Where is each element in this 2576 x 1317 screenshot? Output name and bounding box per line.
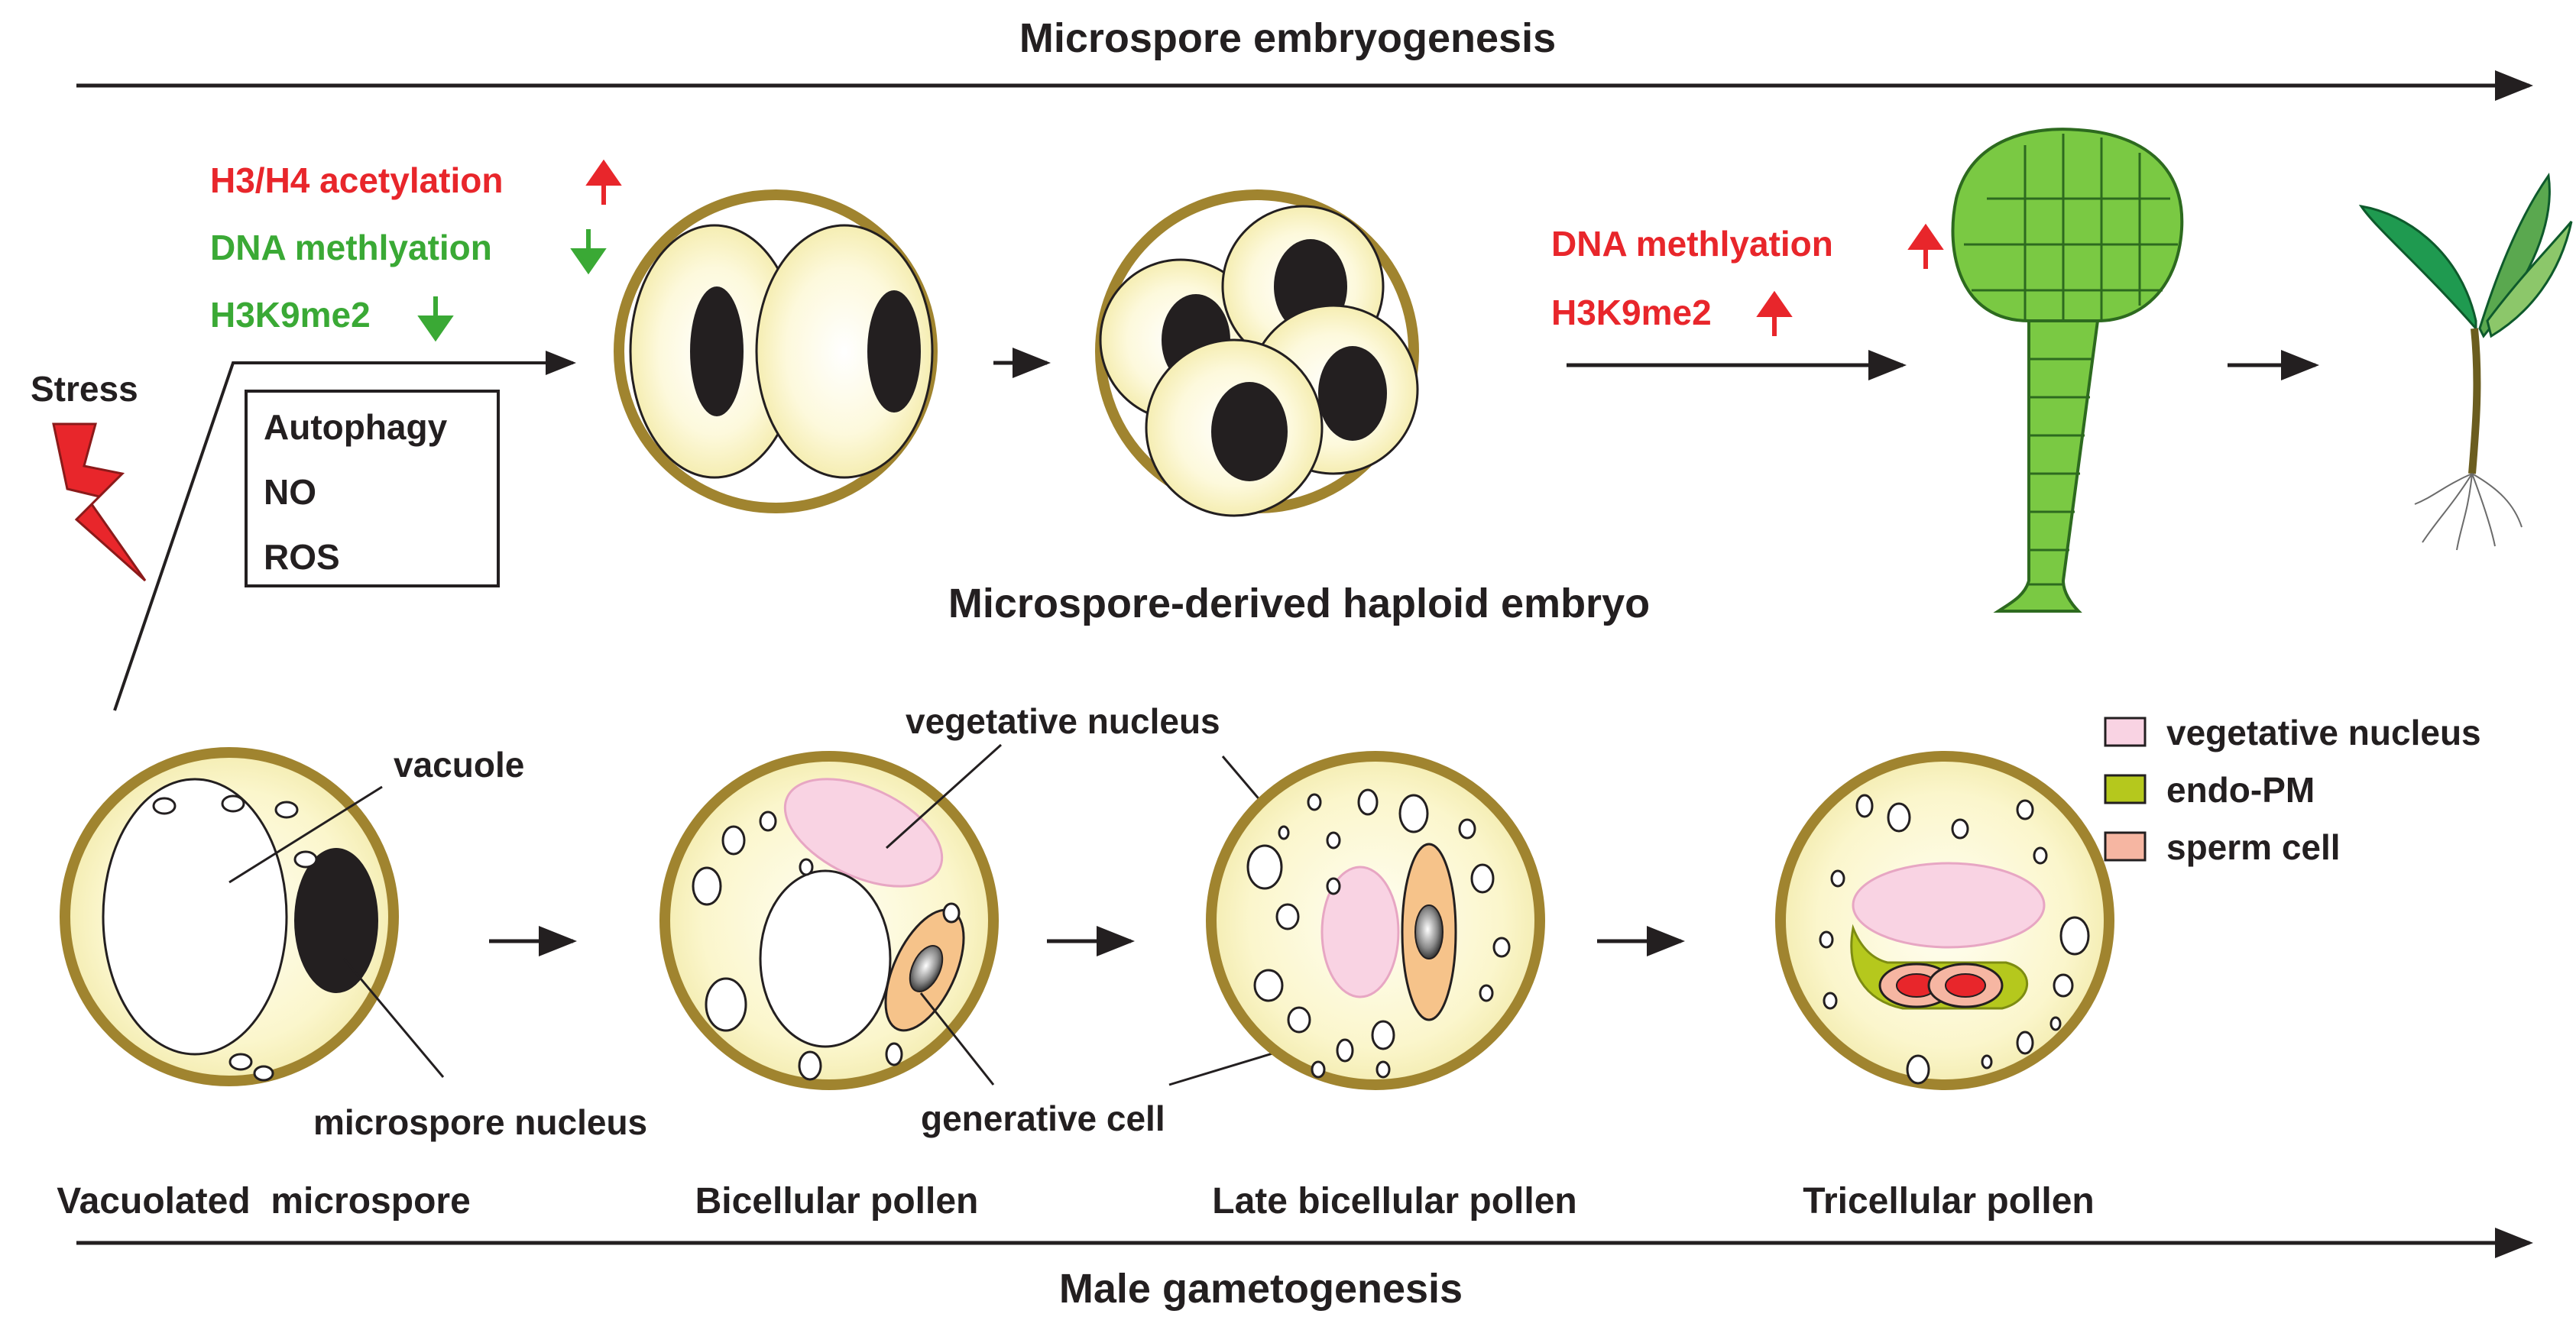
legend-swatch-sperm-cell (2104, 831, 2147, 862)
leader-vacuole (228, 785, 383, 884)
legend-label-endo-pm: endo-PM (2166, 770, 2315, 810)
epi-right-dna-methylation: DNA methlyation (1551, 224, 1833, 264)
seedling-illustration (2358, 173, 2573, 551)
haploid-embryo-illustration (1951, 128, 2184, 613)
leader-vegetative-nucleus-1 (885, 743, 1003, 849)
epi-left-dna-methylation: DNA methlyation (210, 228, 492, 267)
late-bicellular-pollen (1206, 751, 1545, 1090)
legend-swatch-vegetative-nucleus (2104, 717, 2147, 747)
label-vegetative-nucleus: vegetative nucleus (906, 701, 1220, 741)
label-generative-cell: generative cell (921, 1099, 1165, 1138)
two-cell-embryo (614, 189, 938, 513)
leader-generative-cell-1 (919, 992, 995, 1086)
signals-box (245, 390, 500, 587)
epi-right-h3k9me2: H3K9me2 (1551, 293, 1712, 332)
label-microspore-nucleus: microspore nucleus (313, 1102, 647, 1142)
embryo-caption: Microspore-derived haploid embryo (948, 581, 1650, 626)
down-arrow-icon (417, 296, 454, 342)
bottom-title: Male gametogenesis (1059, 1266, 1463, 1312)
label-vacuole: vacuole (394, 745, 524, 785)
stage-label-late-bicellular-pollen: Late bicellular pollen (1212, 1181, 1576, 1222)
stage-label-tricellular-pollen: Tricellular pollen (1803, 1181, 2094, 1222)
vacuolated-microspore (60, 747, 399, 1086)
legend: vegetative nucleus endo-PM sperm cell (2104, 713, 2481, 867)
stress-label: Stress (31, 369, 138, 409)
epigenetics-left-group: H3/H4 acetylation DNA methlyation H3K9me… (210, 159, 622, 342)
stage-label-vacuolated-microspore: Vacuolated microspore (57, 1181, 471, 1222)
bicellular-pollen (659, 751, 999, 1090)
up-arrow-icon (1756, 290, 1793, 336)
top-title: Microspore embryogenesis (1019, 15, 1556, 61)
box-item-ros: ROS (264, 537, 340, 577)
legend-label-vegetative-nucleus: vegetative nucleus (2166, 713, 2481, 752)
box-item-no: NO (264, 472, 316, 512)
lightning-bolt-icon (52, 422, 147, 582)
four-cell-embryo (1095, 189, 1419, 517)
tricellular-pollen (1775, 751, 2114, 1090)
up-arrow-icon (585, 159, 622, 205)
epigenetics-right-group: DNA methlyation H3K9me2 (1551, 223, 1944, 336)
up-arrow-icon (1907, 223, 1944, 269)
leader-microspore-nucleus (342, 958, 445, 1078)
legend-swatch-endo-pm (2104, 774, 2147, 804)
stage-label-bicellular-pollen: Bicellular pollen (695, 1181, 979, 1222)
epi-left-h3k9me2: H3K9me2 (210, 295, 371, 335)
box-item-autophagy: Autophagy (264, 407, 448, 447)
stress-path-line (113, 351, 576, 711)
legend-label-sperm-cell: sperm cell (2166, 827, 2341, 867)
epi-left-acetylation: H3/H4 acetylation (210, 160, 503, 200)
down-arrow-icon (570, 229, 607, 275)
